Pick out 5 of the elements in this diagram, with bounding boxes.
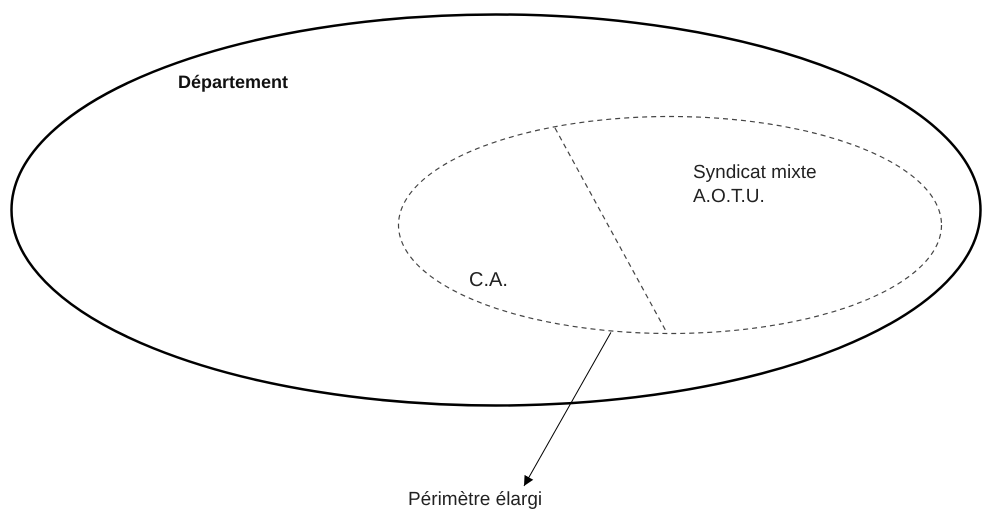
region-label: C.A. xyxy=(469,268,559,293)
arrow xyxy=(524,332,612,486)
callout-label: Périmètre élargi xyxy=(408,488,578,512)
region-label: Département xyxy=(178,72,288,93)
region-label: Syndicat mixte A.O.T.U. xyxy=(693,161,863,208)
